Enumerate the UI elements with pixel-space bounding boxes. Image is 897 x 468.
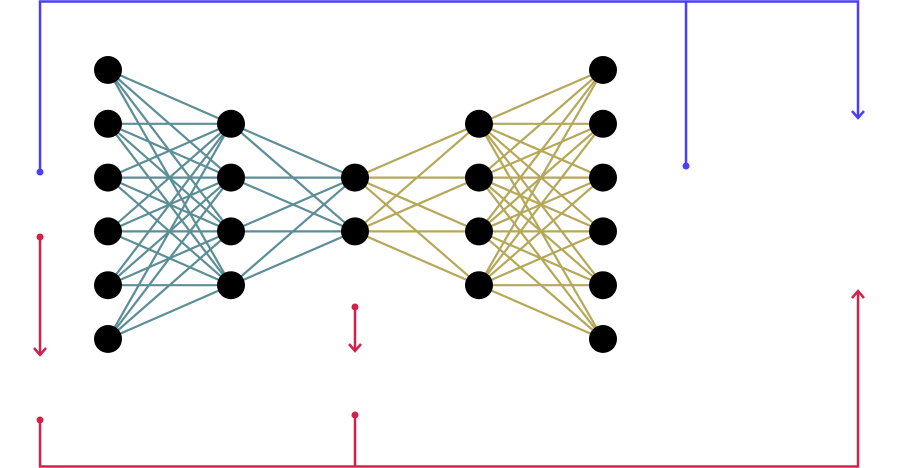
edge bbox=[230, 176, 356, 233]
edge bbox=[478, 69, 604, 179]
neuron-node bbox=[94, 163, 122, 192]
edge bbox=[230, 230, 356, 287]
neuron-node bbox=[94, 109, 122, 138]
arrow-head-icon bbox=[851, 289, 865, 299]
connector-dot bbox=[36, 416, 44, 424]
edge bbox=[230, 122, 356, 179]
edge bbox=[107, 123, 232, 340]
flow-arrows bbox=[33, 0, 865, 468]
neuron-node bbox=[589, 325, 617, 353]
neuron-node bbox=[94, 325, 122, 353]
nodes bbox=[94, 56, 617, 353]
neuron-node bbox=[341, 163, 369, 192]
connector-dot bbox=[351, 411, 359, 419]
edge bbox=[478, 230, 604, 287]
edges bbox=[107, 68, 604, 341]
connector-dot bbox=[682, 162, 690, 170]
edge bbox=[478, 68, 604, 125]
edge bbox=[354, 176, 480, 233]
neuron-node bbox=[217, 271, 245, 300]
edge bbox=[230, 176, 356, 287]
connector-dot bbox=[36, 233, 44, 241]
backward-bottom-path bbox=[38, 291, 860, 468]
edge bbox=[107, 123, 232, 286]
edge bbox=[478, 176, 604, 287]
neuron-node bbox=[341, 217, 369, 246]
neuron-node bbox=[465, 163, 493, 192]
edge bbox=[107, 122, 232, 179]
edge bbox=[107, 176, 232, 340]
neuron-node bbox=[217, 163, 245, 192]
edge bbox=[107, 122, 232, 233]
edge bbox=[354, 122, 480, 233]
edge bbox=[354, 230, 480, 287]
neuron-node bbox=[589, 163, 617, 192]
edge bbox=[478, 69, 604, 286]
edge bbox=[107, 284, 232, 341]
neuron-node bbox=[217, 217, 245, 246]
neuron-node bbox=[465, 217, 493, 246]
neuron-node bbox=[94, 217, 122, 246]
edge bbox=[107, 68, 232, 125]
arrow-head-icon bbox=[348, 343, 362, 353]
neuron-node bbox=[465, 271, 493, 300]
neuron-node bbox=[94, 56, 122, 84]
edge bbox=[354, 122, 480, 179]
neuron-node bbox=[589, 217, 617, 246]
edge bbox=[478, 284, 604, 341]
arrow-head-icon bbox=[851, 110, 865, 120]
arrow-head-icon bbox=[33, 347, 47, 357]
edge bbox=[478, 123, 604, 286]
neuron-node bbox=[589, 56, 617, 84]
neuron-node bbox=[94, 271, 122, 300]
edge bbox=[107, 230, 232, 340]
forward-path bbox=[38, 0, 860, 172]
neuron-node bbox=[217, 109, 245, 138]
neuron-node bbox=[589, 109, 617, 138]
connector-dot bbox=[36, 168, 44, 176]
neuron-node bbox=[465, 109, 493, 138]
neuron-node bbox=[589, 271, 617, 300]
connector-dot bbox=[351, 303, 359, 311]
edge bbox=[478, 69, 604, 233]
